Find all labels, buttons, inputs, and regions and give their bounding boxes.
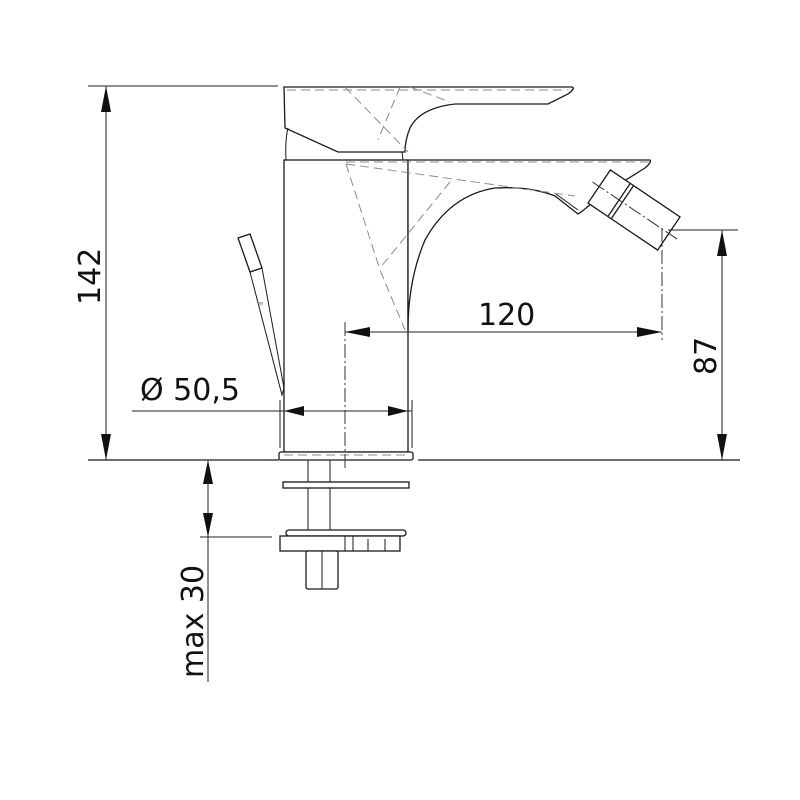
dimension-spout-height: 87 — [668, 229, 738, 460]
reach-label: 120 — [478, 298, 535, 333]
diameter-label: Ø 50,5 — [140, 373, 240, 408]
dimension-spout-reach: 120 — [345, 228, 663, 340]
dimension-max-deck-thickness: max 30 — [176, 459, 272, 682]
max-thickness-label: max 30 — [176, 565, 211, 678]
spout-height-label: 87 — [689, 337, 724, 375]
spray-nozzle — [587, 169, 681, 251]
dimension-body-diameter: Ø 50,5 — [132, 373, 413, 448]
svg-text:≋: ≋ — [258, 300, 264, 308]
height-142-label: 142 — [73, 248, 108, 305]
mounting-hardware — [278, 451, 414, 590]
lever-handle — [283, 86, 574, 161]
pop-up-rod: ≋ — [237, 233, 285, 397]
dimension-overall-height: 142 — [73, 85, 278, 461]
